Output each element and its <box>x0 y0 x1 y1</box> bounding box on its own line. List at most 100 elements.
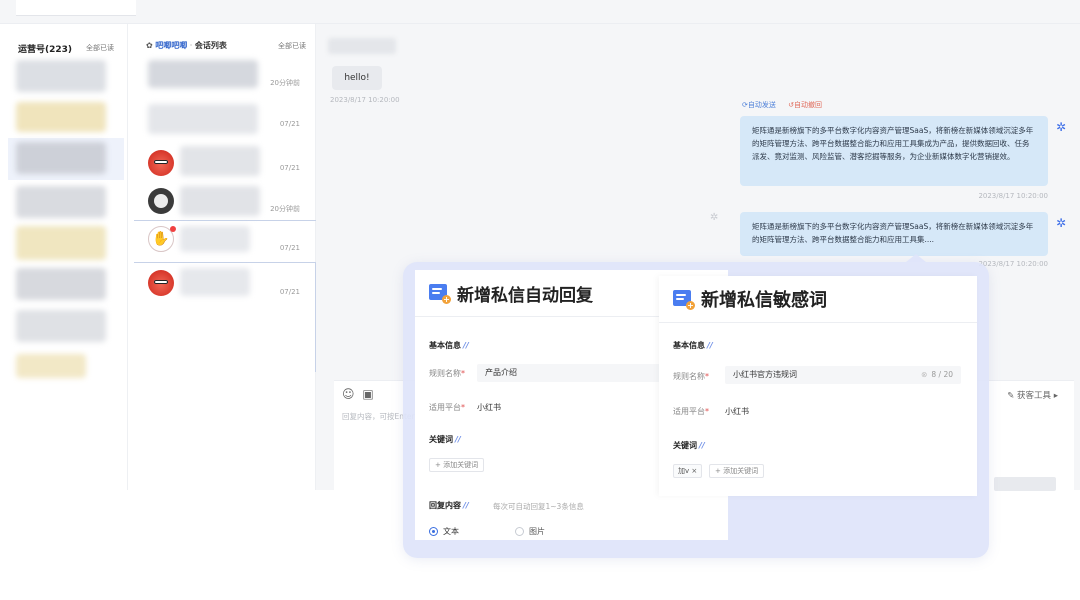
keywords-section: 关键词// <box>429 435 461 444</box>
user-avatar <box>148 270 174 296</box>
outgoing-timestamp: 2023/8/17 10:20:00 <box>978 192 1048 200</box>
outgoing-message: 矩阵通是新榜旗下的多平台数字化内容资产管理SaaS，将新榜在新媒体领域沉淀多年的… <box>740 212 1048 256</box>
lead-tools-button[interactable]: ✎ 获客工具 ▸ <box>1007 391 1058 401</box>
conversation-list-panel: ✿ 吧唧吧唧 · 会话列表 全部已读 20分钟前 07/21 07/21 20分… <box>134 24 316 490</box>
selection-border <box>134 262 316 263</box>
auto-send-label: 自动发送 <box>747 101 776 109</box>
conversation-item[interactable]: 20分钟前 <box>134 184 316 226</box>
reply-content-label: 回复内容 <box>429 501 461 510</box>
rule-name-label: 规则名称* <box>429 369 465 378</box>
basic-info-label: 基本信息 <box>429 341 461 350</box>
account-item[interactable] <box>16 186 106 218</box>
emoji-icon[interactable]: ☺ <box>342 387 355 401</box>
account-count-title: 运营号(223) <box>18 45 73 55</box>
bot-icon: ✲ <box>1055 216 1067 230</box>
clear-icon[interactable]: ⊗ <box>921 370 928 379</box>
top-bar <box>0 0 1080 24</box>
title-divider <box>659 322 977 323</box>
conversation-time: 07/21 <box>279 164 300 172</box>
account-item[interactable] <box>16 354 86 378</box>
bot-icon: ✲ <box>1055 120 1067 134</box>
overlay-pointer <box>906 254 926 262</box>
radio-dot <box>515 527 524 536</box>
message-tags: ⟳自动发送 ↺自动撤回 <box>740 100 830 112</box>
conversation-item[interactable]: 07/21 <box>134 266 316 308</box>
radio-image-option[interactable]: 图片 <box>515 526 545 537</box>
radio-text-option[interactable]: 文本 <box>429 526 459 537</box>
auto-reply-title: + 新增私信自动回复 <box>429 280 593 306</box>
auto-withdraw-tag: ↺自动撤回 <box>788 101 822 109</box>
auto-withdraw-label: 自动撤回 <box>793 101 822 109</box>
image-icon[interactable]: ▣ <box>362 387 374 401</box>
conversation-item[interactable]: 07/21 <box>134 100 316 142</box>
conversation-time: 07/21 <box>279 120 300 128</box>
mark-all-read-button[interactable]: 全部已读 <box>278 42 306 50</box>
outgoing-timestamp: 2023/8/17 10:20:00 <box>978 260 1048 268</box>
selection-border <box>134 220 316 221</box>
add-document-icon: + <box>429 284 451 304</box>
hand-avatar-icon: ✋ <box>148 226 174 252</box>
platform-label: 适用平台* <box>673 407 709 416</box>
account-item[interactable] <box>16 60 106 92</box>
account-item[interactable] <box>16 102 106 132</box>
separator: · <box>189 41 193 50</box>
sensitive-word-card: + 新增私信敏感词 基本信息// 规则名称* 小红书官方违规词 ⊗8 / 20 … <box>659 276 977 496</box>
conversation-time: 07/21 <box>279 288 300 296</box>
conversation-preview <box>180 146 260 176</box>
radio-image-label: 图片 <box>529 527 545 536</box>
rule-name-label-text: 规则名称 <box>673 372 705 381</box>
add-keyword-button[interactable]: + 添加关键词 <box>429 458 485 472</box>
chat-title <box>328 38 396 54</box>
conversation-preview <box>148 104 258 134</box>
sensitive-word-title: + 新增私信敏感词 <box>673 286 827 312</box>
account-item[interactable] <box>16 142 106 174</box>
gear-icon[interactable]: ✲ <box>710 212 719 223</box>
add-keyword-button[interactable]: + 添加关键词 <box>709 464 765 478</box>
conversation-item[interactable]: 07/21 <box>134 142 316 184</box>
user-avatar <box>148 188 174 214</box>
reply-content-section: 回复内容// <box>429 501 469 510</box>
account-avatar-icon: ✿ <box>146 41 153 50</box>
keyword-chip[interactable]: 加v × <box>673 464 703 478</box>
title-divider <box>415 316 728 317</box>
platform-label: 适用平台* <box>429 403 465 412</box>
top-tab[interactable] <box>16 0 136 16</box>
mark-all-read-button[interactable]: 全部已读 <box>86 44 114 52</box>
conversation-item[interactable]: 20分钟前 <box>134 56 316 98</box>
account-item[interactable] <box>16 226 106 260</box>
conversation-item[interactable]: ✋ 07/21 <box>134 222 316 264</box>
incoming-message: hello! <box>332 66 382 90</box>
rule-name-input[interactable]: 小红书官方违规词 ⊗8 / 20 <box>725 366 961 384</box>
platform-label-text: 适用平台 <box>673 407 705 416</box>
platform-label-text: 适用平台 <box>429 403 461 412</box>
keywords-section: 关键词// <box>673 441 705 450</box>
platform-value[interactable]: 小红书 <box>477 403 501 412</box>
radio-text-label: 文本 <box>443 527 459 536</box>
keywords-label: 关键词 <box>673 441 697 450</box>
outgoing-message: 矩阵通是新榜旗下的多平台数字化内容资产管理SaaS，将新榜在新媒体领域沉淀多年的… <box>740 116 1048 186</box>
lead-tools-label: 获客工具 <box>1017 391 1052 401</box>
conversation-list-header: ✿ 吧唧吧唧 · 会话列表 全部已读 <box>146 40 316 56</box>
account-list-header: 运营号(223) 全部已读 <box>18 42 128 58</box>
auto-send-tag: ⟳自动发送 <box>742 101 776 109</box>
user-avatar <box>148 150 174 176</box>
platform-value[interactable]: 小红书 <box>725 407 749 416</box>
reply-hint: 每次可自动回复1~3条信息 <box>493 502 584 511</box>
add-document-icon: + <box>673 290 695 310</box>
conversation-preview <box>180 186 260 216</box>
current-account-name[interactable]: 吧唧吧唧 <box>155 41 188 50</box>
char-counter-text: 8 / 20 <box>931 370 953 379</box>
message-input[interactable]: 回复内容，可按Enter <box>342 412 415 421</box>
rule-name-label: 规则名称* <box>673 372 709 381</box>
conversation-time: 20分钟前 <box>270 205 300 213</box>
account-item[interactable] <box>16 268 106 300</box>
rule-name-label-text: 规则名称 <box>429 369 461 378</box>
basic-info-section: 基本信息// <box>673 341 713 350</box>
char-counter: ⊗8 / 20 <box>921 366 953 384</box>
incoming-timestamp: 2023/8/17 10:20:00 <box>330 96 400 104</box>
account-item[interactable] <box>16 310 106 342</box>
conversation-time: 20分钟前 <box>270 79 300 87</box>
composer-toolbar: ☺ ▣ <box>342 387 374 401</box>
send-button[interactable] <box>994 477 1056 491</box>
conversation-list-title: 会话列表 <box>194 41 227 50</box>
